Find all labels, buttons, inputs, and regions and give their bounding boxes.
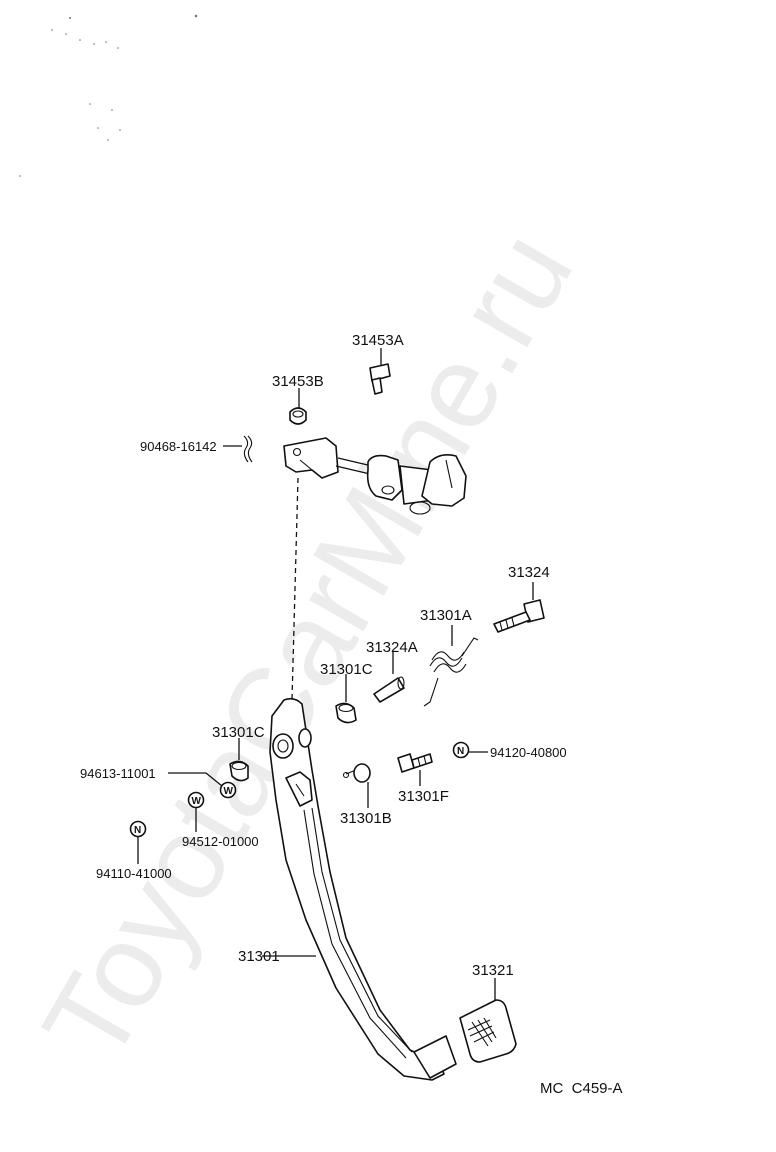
label-31301B: 31301B (340, 810, 392, 827)
part-31453A-drawing (369, 348, 391, 395)
part-31301B-drawing (342, 763, 371, 808)
label-90468-16142: 90468-16142 (140, 439, 217, 454)
part-94120-drawing: N (452, 741, 488, 759)
label-31324A: 31324A (366, 639, 418, 656)
nut-marker: N (134, 825, 141, 836)
label-31453A: 31453A (352, 332, 404, 349)
label-31301A: 31301A (420, 607, 472, 624)
nut-marker: N (457, 746, 464, 757)
part-31324-drawing (493, 582, 545, 633)
push-rod-assembly (283, 437, 467, 515)
label-31301F: 31301F (398, 788, 449, 805)
label-31321: 31321 (472, 962, 514, 979)
label-94512-01000: 94512-01000 (182, 834, 259, 849)
drawing-code: MC C459-A (540, 1080, 623, 1097)
label-94120-40800: 94120-40800 (490, 745, 567, 760)
label-31301C-lower: 31301C (212, 724, 265, 741)
part-31301C-lower-drawing (229, 738, 249, 782)
label-94110-41000: 94110-41000 (96, 866, 172, 881)
part-94512-drawing: W (187, 791, 205, 832)
washer-marker: W (192, 796, 202, 807)
part-31301-drawing (262, 697, 457, 1081)
watermark: ToyotaCarMine.ru (18, 210, 598, 1083)
label-31324: 31324 (508, 564, 550, 581)
label-31453B: 31453B (272, 373, 324, 390)
part-94110-drawing: N (129, 820, 147, 864)
washer-marker: W (224, 786, 234, 797)
part-31453B-drawing (289, 388, 307, 425)
label-31301C-upper: 31301C (320, 661, 373, 678)
part-90468-drawing (223, 435, 253, 463)
assembly-dashed-line (291, 477, 299, 701)
part-94613-drawing: W (168, 772, 237, 799)
part-31301F-drawing (397, 753, 433, 786)
part-31301C-upper-drawing (335, 674, 357, 724)
label-94613-11001: 94613-11001 (80, 766, 156, 781)
part-31321-drawing (459, 978, 517, 1063)
part-31324A-drawing (373, 652, 405, 703)
part-31301A-drawing (423, 625, 479, 707)
label-31301: 31301 (238, 948, 280, 965)
scan-specks (19, 14, 198, 177)
